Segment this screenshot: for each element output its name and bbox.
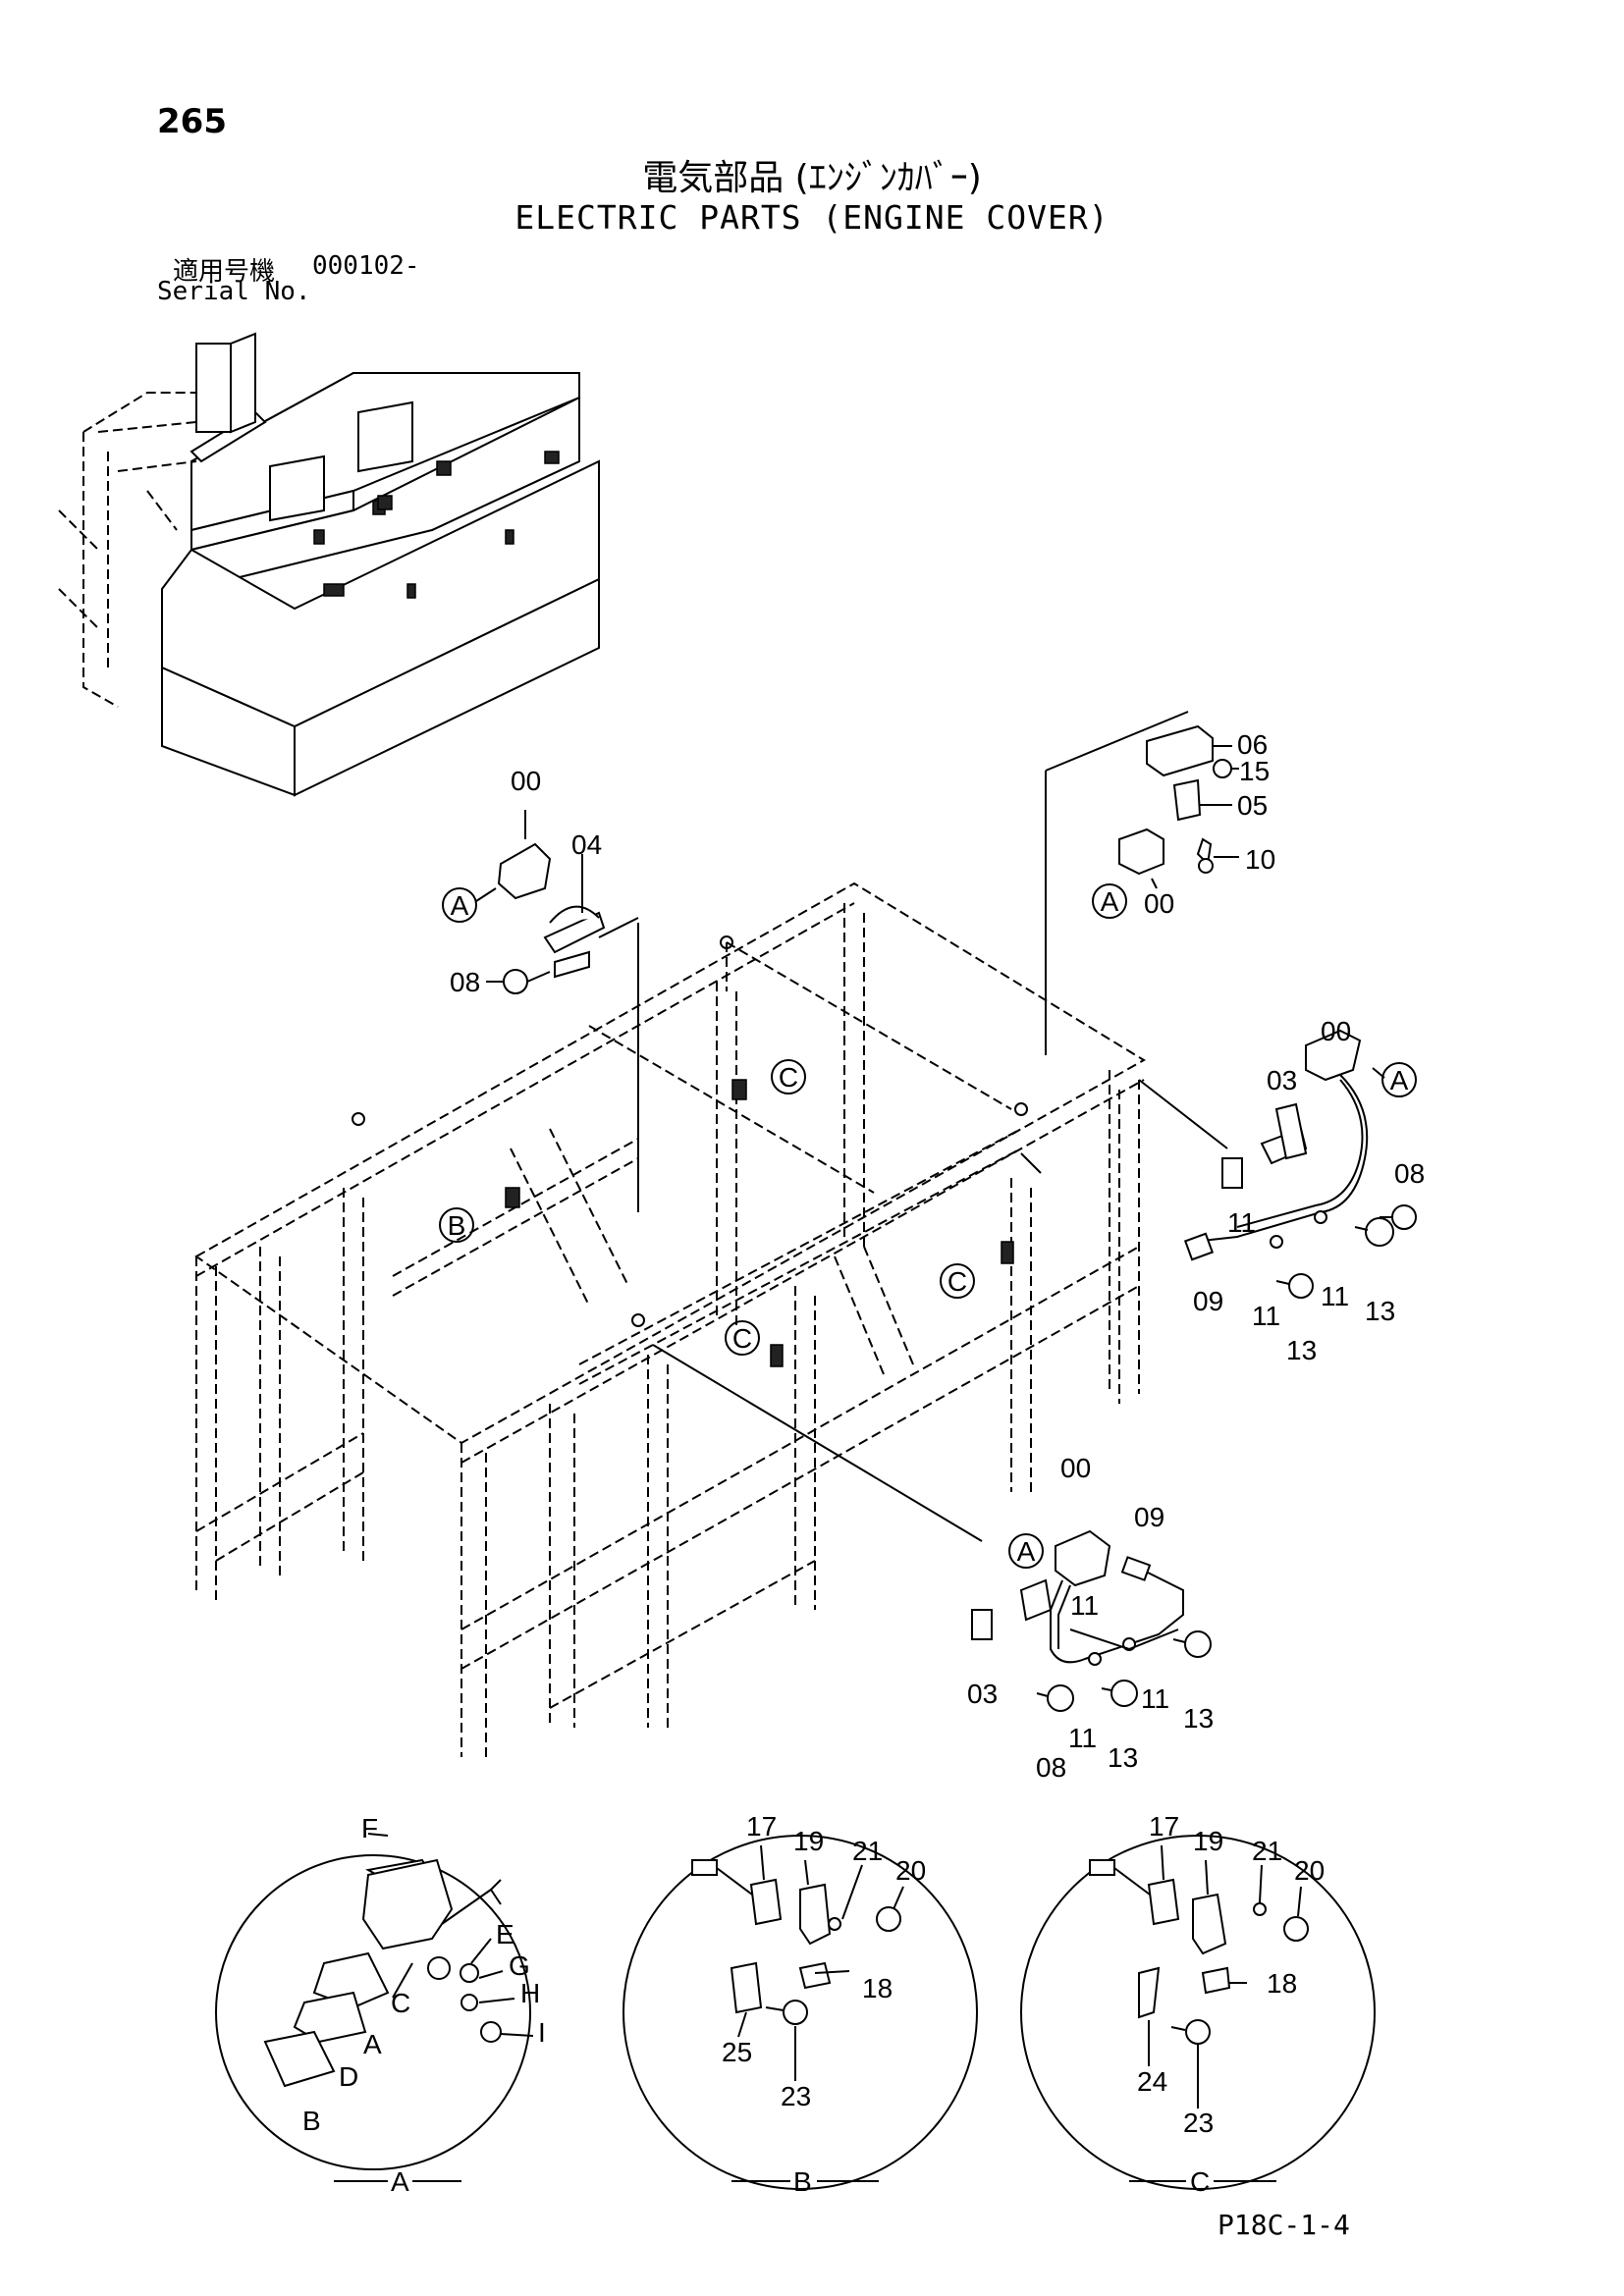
- detail-a-letter-f: F: [361, 1813, 378, 1843]
- detail-c-number-18: 18: [1267, 1968, 1297, 1999]
- callout-05: 05: [1237, 790, 1268, 821]
- machine-overview: [58, 332, 600, 797]
- detail-view-b: [623, 1835, 978, 2190]
- callout-09-right: 09: [1193, 1286, 1223, 1316]
- detail-view-c: [1020, 1835, 1376, 2190]
- detail-a-letter-e: E: [496, 1919, 514, 1949]
- callout-08-right: 08: [1394, 1158, 1425, 1189]
- view-marker-a3: A: [1390, 1065, 1409, 1095]
- callout-08-lower: 08: [1036, 1752, 1066, 1783]
- callout-08-upper-left: 08: [450, 967, 480, 997]
- lamp-assembly-lower: [971, 1529, 1212, 1712]
- callout-13-right-b: 13: [1286, 1335, 1317, 1365]
- detail-c-number-20: 20: [1294, 1855, 1325, 1886]
- detail-b-labels: 17 19 21 20 18 25 23 B: [722, 1811, 926, 2197]
- view-marker-b1: B: [448, 1210, 466, 1241]
- page-number: 265: [157, 102, 227, 141]
- detail-b-number-20: 20: [895, 1855, 926, 1886]
- detail-a-labels: F E C G H A D I B A: [302, 1813, 546, 2197]
- callout-03-right: 03: [1267, 1065, 1297, 1095]
- page-code: P18C-1-4: [1218, 2209, 1350, 2241]
- lamp-assembly-upper-left: [486, 810, 639, 994]
- detail-c-number-21: 21: [1252, 1836, 1282, 1866]
- detail-a-letter-a: A: [363, 2029, 382, 2059]
- view-marker-c3: C: [732, 1323, 752, 1354]
- callout-13-right-a: 13: [1365, 1296, 1395, 1326]
- callout-00-right: 00: [1321, 1016, 1351, 1046]
- detail-c-view-label: C: [1190, 2166, 1210, 2197]
- callout-03-lower: 03: [967, 1679, 998, 1709]
- view-marker-c2: C: [947, 1266, 967, 1297]
- detail-view-a: [215, 1854, 531, 2170]
- title-english: ELECTRIC PARTS (ENGINE COVER): [514, 198, 1110, 237]
- detail-b-number-17: 17: [746, 1811, 777, 1842]
- view-marker-a1: A: [451, 890, 469, 921]
- detail-c-number-24: 24: [1137, 2066, 1167, 2097]
- callout-06: 06: [1237, 729, 1268, 760]
- callout-10: 10: [1245, 844, 1275, 875]
- detail-a-letter-b: B: [302, 2106, 321, 2136]
- serial-label-english: Serial No.: [157, 277, 311, 306]
- detail-a-letter-d: D: [339, 2061, 358, 2092]
- callout-11-right-c: 11: [1321, 1281, 1349, 1311]
- callout-04: 04: [571, 829, 602, 860]
- detail-b-number-18: 18: [862, 1973, 893, 2003]
- detail-a-letter-i: I: [538, 2017, 546, 2048]
- detail-c-number-17: 17: [1149, 1811, 1179, 1842]
- detail-c-number-23: 23: [1183, 2108, 1214, 2138]
- detail-a-letter-c: C: [391, 1988, 410, 2018]
- callout-11-lower-c: 11: [1068, 1723, 1097, 1753]
- detail-b-view-label: B: [793, 2166, 812, 2197]
- detail-a-letter-g: G: [509, 1950, 530, 1981]
- lamp-assembly-right: [1183, 1029, 1417, 1299]
- callout-11-right-b: 11: [1252, 1301, 1280, 1331]
- callout-00-upper-right: 00: [1144, 888, 1174, 919]
- part-callouts: 00 04 08 06 15 05 10 00 00 03 08 11 09 1…: [450, 729, 1425, 1783]
- callout-11-lower-b: 11: [1141, 1683, 1169, 1714]
- engine-cover-frame: [194, 711, 1228, 1757]
- callout-09-lower: 09: [1134, 1502, 1164, 1532]
- detail-b-number-19: 19: [793, 1826, 824, 1856]
- callout-11-right-a: 11: [1227, 1207, 1256, 1238]
- callout-11-lower-a: 11: [1070, 1590, 1099, 1621]
- serial-label-japanese: 適用号機: [173, 257, 276, 287]
- callout-15: 15: [1239, 756, 1270, 786]
- detail-c-labels: 17 19 21 20 18 24 23 C: [1129, 1811, 1325, 2197]
- view-marker-a2: A: [1101, 886, 1119, 917]
- detail-a-view-label: A: [391, 2166, 409, 2197]
- view-marker-c1: C: [779, 1062, 798, 1093]
- view-markers: A A A A B C C C: [439, 883, 1417, 1569]
- title-japanese: 電気部品 (ｴﾝｼﾞﾝｶﾊﾞｰ): [642, 158, 982, 198]
- detail-b-number-21: 21: [852, 1836, 883, 1866]
- callout-00-lower: 00: [1060, 1453, 1091, 1483]
- view-marker-a4: A: [1017, 1536, 1036, 1567]
- detail-c-number-19: 19: [1193, 1826, 1223, 1856]
- callout-00-upper-left: 00: [511, 766, 541, 796]
- detail-a-letter-h: H: [520, 1978, 540, 2008]
- callout-13-lower-b: 13: [1108, 1742, 1138, 1773]
- detail-b-number-23: 23: [781, 2081, 811, 2111]
- detail-b-number-25: 25: [722, 2037, 752, 2067]
- serial-number-value: 000102-: [312, 251, 420, 281]
- callout-13-lower-a: 13: [1183, 1703, 1214, 1734]
- lamp-assembly-upper-right: [1118, 724, 1239, 889]
